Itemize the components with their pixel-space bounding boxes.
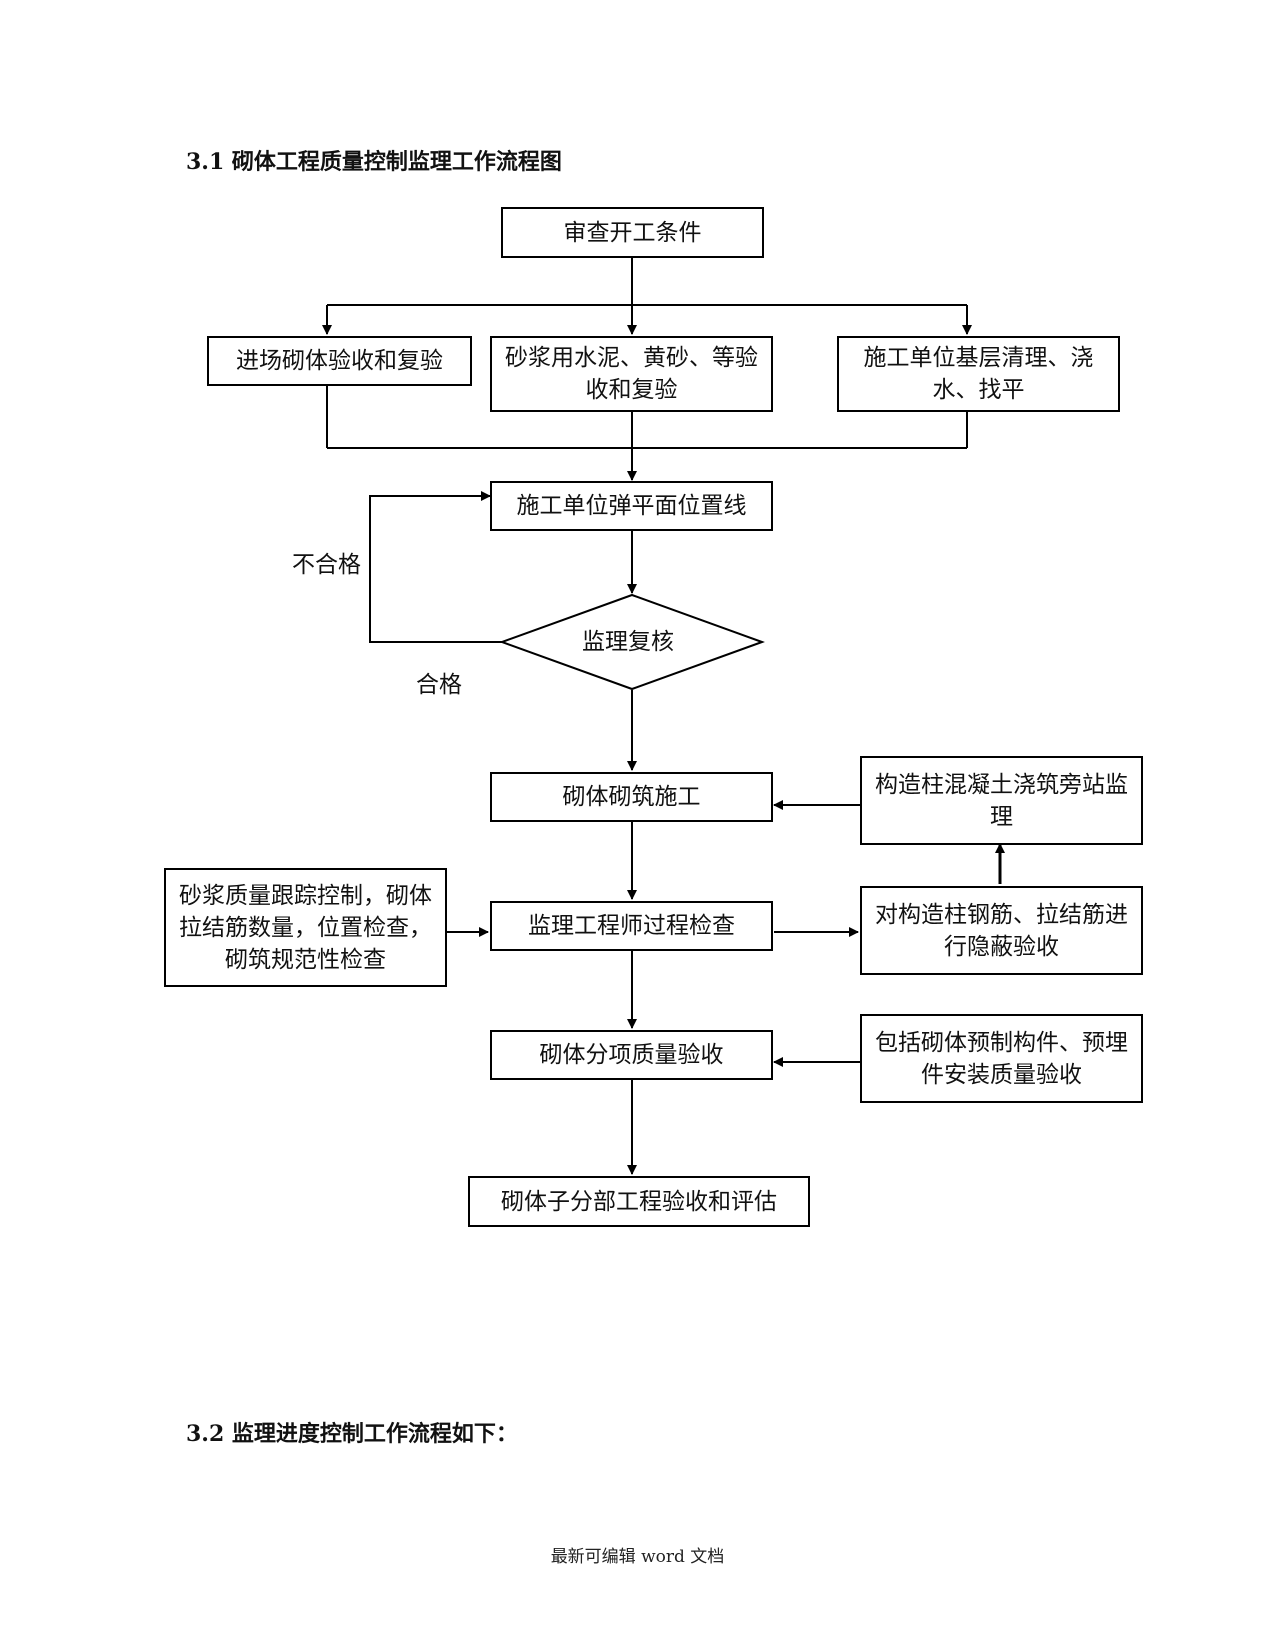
edge-label-pass: 合格 [416, 672, 462, 698]
node-final-evaluation: 砌体子分部工程验收和评估 [468, 1176, 810, 1227]
review-text: 监理复核 [582, 629, 674, 655]
section-heading-3-2: 3.2 监理进度控制工作流程如下： [186, 1421, 518, 1447]
node-prefab-acceptance: 包括砌体预制构件、预埋件安装质量验收 [860, 1014, 1143, 1103]
node-masonry-construction: 砌体砌筑施工 [490, 772, 773, 822]
node-mortar-materials: 砂浆用水泥、黄砂、等验收和复验 [490, 336, 773, 412]
node-mortar-quality-control: 砂浆质量跟踪控制，砌体拉结筋数量，位置检查，砌筑规范性检查 [164, 868, 447, 987]
node-layout-lines: 施工单位弹平面位置线 [490, 481, 773, 531]
edge-fail-loop [369, 491, 502, 643]
node-item-acceptance: 砌体分项质量验收 [490, 1030, 773, 1080]
page-footer: 最新可编辑 word 文档 [550, 1547, 725, 1567]
node-column-pour-supervision: 构造柱混凝土浇筑旁站监理 [860, 756, 1143, 845]
node-base-prep: 施工单位基层清理、浇水、找平 [837, 336, 1120, 412]
node-process-check: 监理工程师过程检查 [490, 901, 773, 951]
node-start: 审查开工条件 [501, 207, 764, 258]
node-incoming-masonry: 进场砌体验收和复验 [207, 336, 472, 386]
edge-label-fail: 不合格 [292, 552, 361, 578]
decision-diamond-review [499, 593, 765, 691]
section-heading-3-1: 3.1 砌体工程质量控制监理工作流程图 [186, 149, 562, 175]
node-hidden-inspection: 对构造柱钢筋、拉结筋进行隐蔽验收 [860, 886, 1143, 975]
